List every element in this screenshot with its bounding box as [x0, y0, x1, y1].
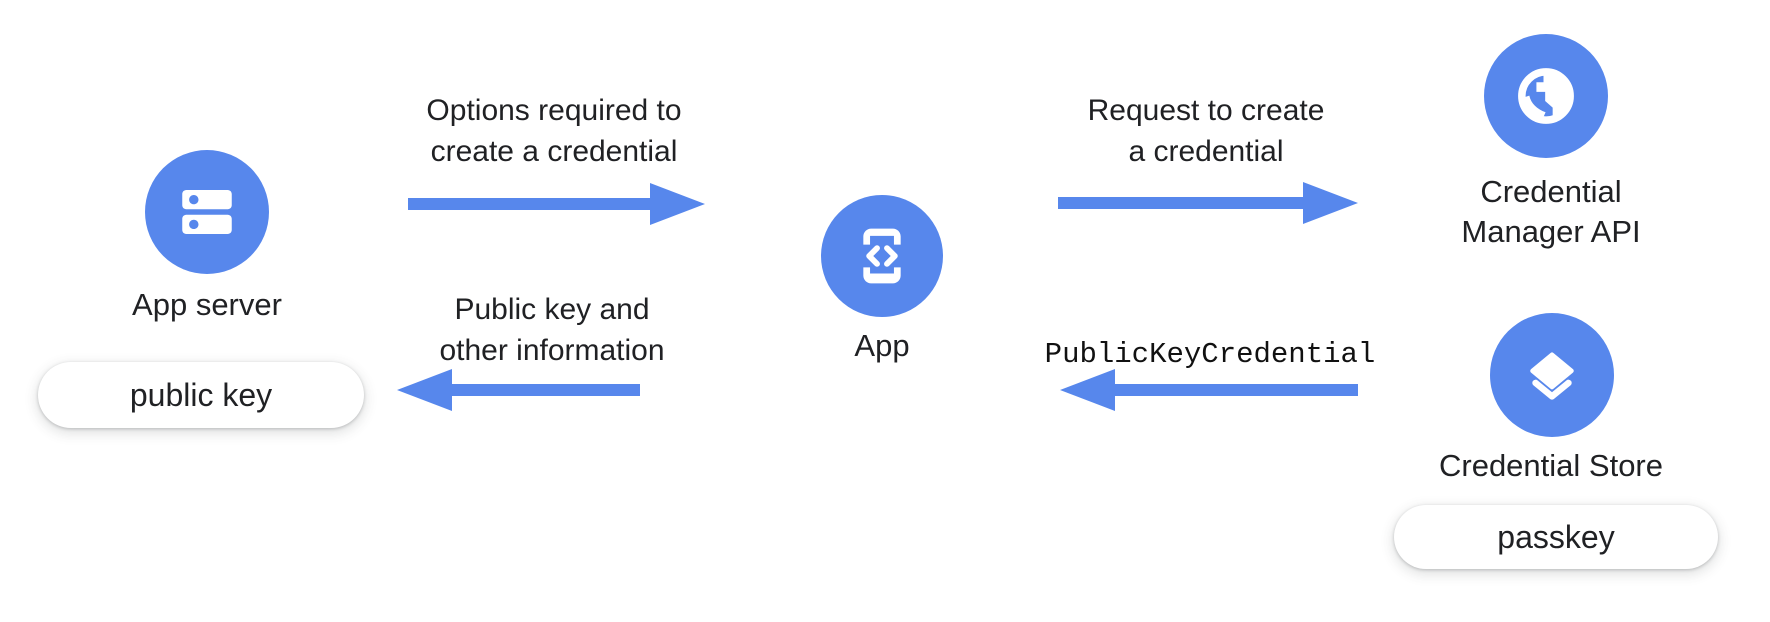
request-arrow-label-line2: a credential [1128, 135, 1284, 168]
globe-icon [1518, 68, 1574, 124]
public-key-pill-label: public key [129, 376, 273, 413]
layers-icon [1530, 352, 1574, 400]
credential-manager-badge [1484, 34, 1608, 158]
app-label: App [854, 328, 910, 363]
request-arrow-label-line1: Request to create [1087, 94, 1325, 127]
app-server-badge [145, 150, 269, 274]
phone-code-icon [863, 228, 901, 284]
credential-manager-label-line2: Manager API [1461, 214, 1641, 249]
public-key-credential-arrow-label: PublicKeyCredential [1044, 338, 1376, 371]
options-arrow-label-line1: Options required to [426, 94, 682, 127]
credential-manager-label-line1: Credential [1480, 174, 1622, 209]
server-stack-icon [182, 190, 232, 234]
app-badge [821, 195, 943, 317]
credential-store-label: Credential Store [1438, 448, 1664, 483]
credential-manager-label: Credential Manager API [1401, 172, 1701, 252]
public-key-pill: public key [38, 362, 364, 428]
options-arrow-label-line2: create a credential [430, 135, 678, 168]
app-server-label: App server [132, 287, 282, 322]
request-arrow-label: Request to create a credential [1088, 90, 1325, 172]
public-key-info-arrow [397, 368, 640, 417]
public-key-info-label-line1: Public key and [454, 293, 650, 326]
public-key-credential-arrow [1060, 368, 1358, 417]
credential-store-badge [1490, 313, 1614, 437]
public-key-info-arrow-label: Public key and other information [439, 289, 664, 371]
passkey-pill: passkey [1394, 505, 1718, 569]
passkey-pill-label: passkey [1497, 518, 1615, 555]
options-arrow [408, 182, 705, 231]
public-key-info-label-line2: other information [439, 334, 665, 367]
request-arrow [1058, 181, 1358, 230]
options-arrow-label: Options required to create a credential [426, 90, 681, 172]
